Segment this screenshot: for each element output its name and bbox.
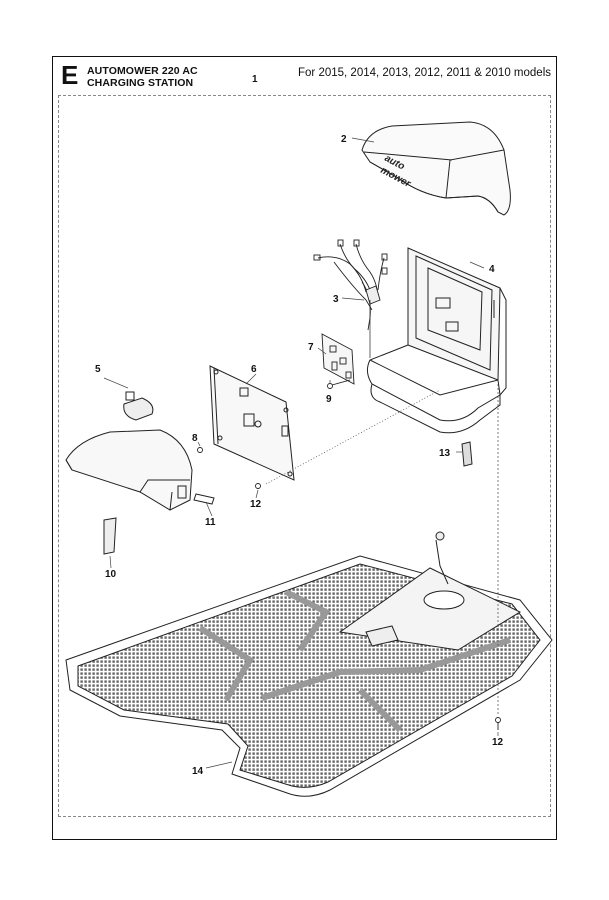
part-4-station-body bbox=[366, 247, 507, 434]
callout-12-lower: 12 bbox=[492, 737, 504, 748]
diagram-header: E AUTOMOWER 220 AC CHARGING STATION 1 Fo… bbox=[52, 56, 557, 96]
part-7-circuit-board bbox=[321, 333, 355, 385]
callout-7: 7 bbox=[308, 342, 314, 353]
callout-6: 6 bbox=[251, 364, 257, 375]
part-12-screw-lower bbox=[495, 717, 501, 730]
callout-11: 11 bbox=[205, 517, 216, 528]
model-title: AUTOMOWER 220 AC bbox=[87, 65, 198, 77]
part-5-clip bbox=[123, 391, 154, 421]
section-letter: E bbox=[61, 60, 79, 90]
part-10-peg bbox=[103, 517, 117, 555]
callout-8: 8 bbox=[192, 433, 198, 444]
callout-9: 9 bbox=[326, 394, 332, 405]
part-12-screw-upper bbox=[255, 483, 261, 489]
callout-3: 3 bbox=[333, 294, 339, 305]
part-11-front-cover bbox=[65, 429, 215, 511]
assembly-number: 1 bbox=[252, 74, 258, 85]
callout-2: 2 bbox=[341, 134, 347, 145]
callout-4: 4 bbox=[489, 264, 495, 275]
part-9-screw bbox=[327, 379, 351, 389]
assembly-title: CHARGING STATION bbox=[87, 77, 194, 89]
leader-lines bbox=[103, 137, 499, 769]
callout-5: 5 bbox=[95, 364, 101, 375]
callout-13: 13 bbox=[439, 448, 451, 459]
callout-12-upper: 12 bbox=[250, 499, 262, 510]
part-8-screw bbox=[197, 447, 203, 453]
part-3-cable-harness bbox=[313, 239, 388, 331]
diagram-frame bbox=[52, 56, 557, 840]
callout-10: 10 bbox=[105, 569, 117, 580]
model-years: For 2015, 2014, 2013, 2012, 2011 & 2010 … bbox=[298, 67, 551, 79]
part-2-top-cover: auto mower bbox=[361, 121, 511, 216]
diagram-dashed-border bbox=[58, 95, 551, 817]
part-14-base-plate bbox=[65, 531, 553, 797]
part-6-back-plate bbox=[209, 365, 295, 481]
part-13-clip bbox=[461, 441, 473, 467]
callout-14: 14 bbox=[192, 766, 204, 777]
